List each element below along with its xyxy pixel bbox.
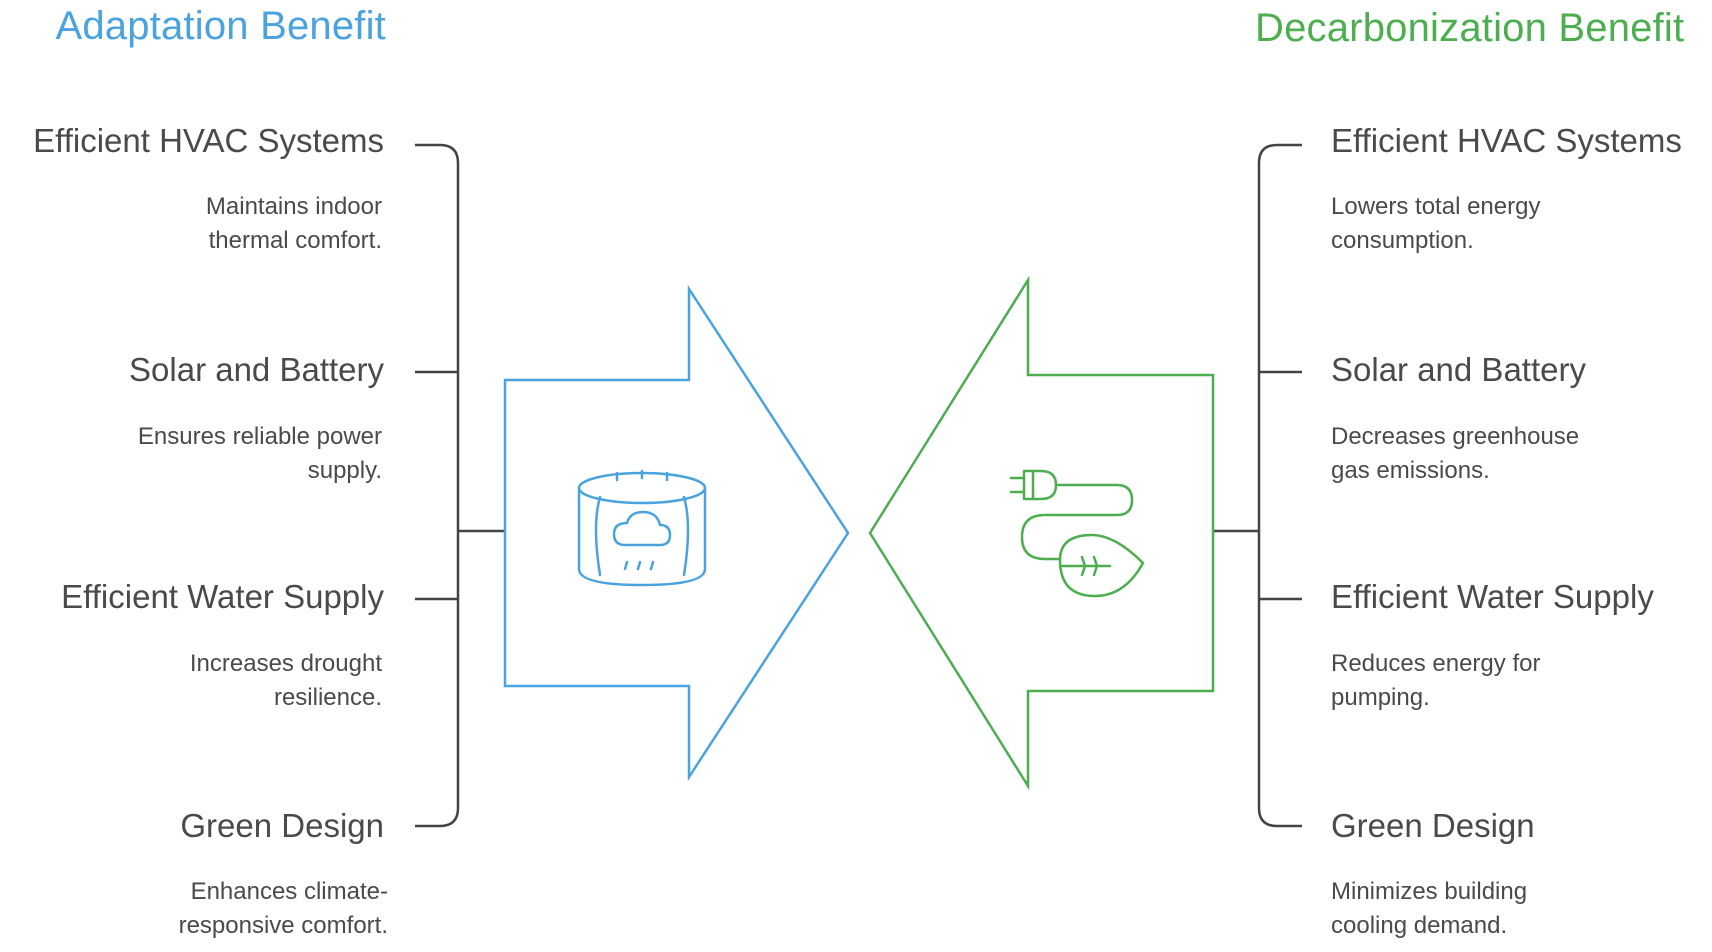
right-bracket xyxy=(1213,143,1302,828)
left-item-3-desc: Increases drought resilience. xyxy=(189,650,382,711)
right-item-4-desc: Minimizes building cooling demand. xyxy=(1331,878,1528,939)
right-item-1-title: Efficient HVAC Systems xyxy=(1331,122,1682,159)
left-item-3-title: Efficient Water Supply xyxy=(61,578,384,615)
right-item-3-desc: Reduces energy for pumping. xyxy=(1331,650,1541,711)
right-item-3-title: Efficient Water Supply xyxy=(1331,578,1654,615)
right-item-1-desc: Lowers total energy consumption. xyxy=(1331,193,1541,254)
left-bracket xyxy=(415,143,505,828)
left-item-4-title: Green Design xyxy=(180,807,384,844)
adaptation-arrow xyxy=(503,284,850,782)
left-item-2-desc: Ensures reliable power supply. xyxy=(137,423,382,484)
left-item-1-title: Efficient HVAC Systems xyxy=(33,122,384,159)
right-item-2-desc: Decreases greenhouse gas emissions. xyxy=(1331,423,1580,484)
left-item-2-title: Solar and Battery xyxy=(129,351,384,388)
right-item-2-title: Solar and Battery xyxy=(1331,351,1586,388)
adaptation-heading: Adaptation Benefit xyxy=(55,4,386,48)
decarbonization-arrow xyxy=(868,275,1215,791)
decarbonization-heading: Decarbonization Benefit xyxy=(1255,6,1685,50)
cloud-rain-cylinder-icon xyxy=(577,469,707,587)
left-item-1-desc: Maintains indoor thermal comfort. xyxy=(205,193,382,254)
plug-leaf-icon xyxy=(1009,469,1145,598)
left-item-4-desc: Enhances climate-responsive comfort. xyxy=(178,878,388,939)
right-item-4-title: Green Design xyxy=(1331,807,1535,844)
